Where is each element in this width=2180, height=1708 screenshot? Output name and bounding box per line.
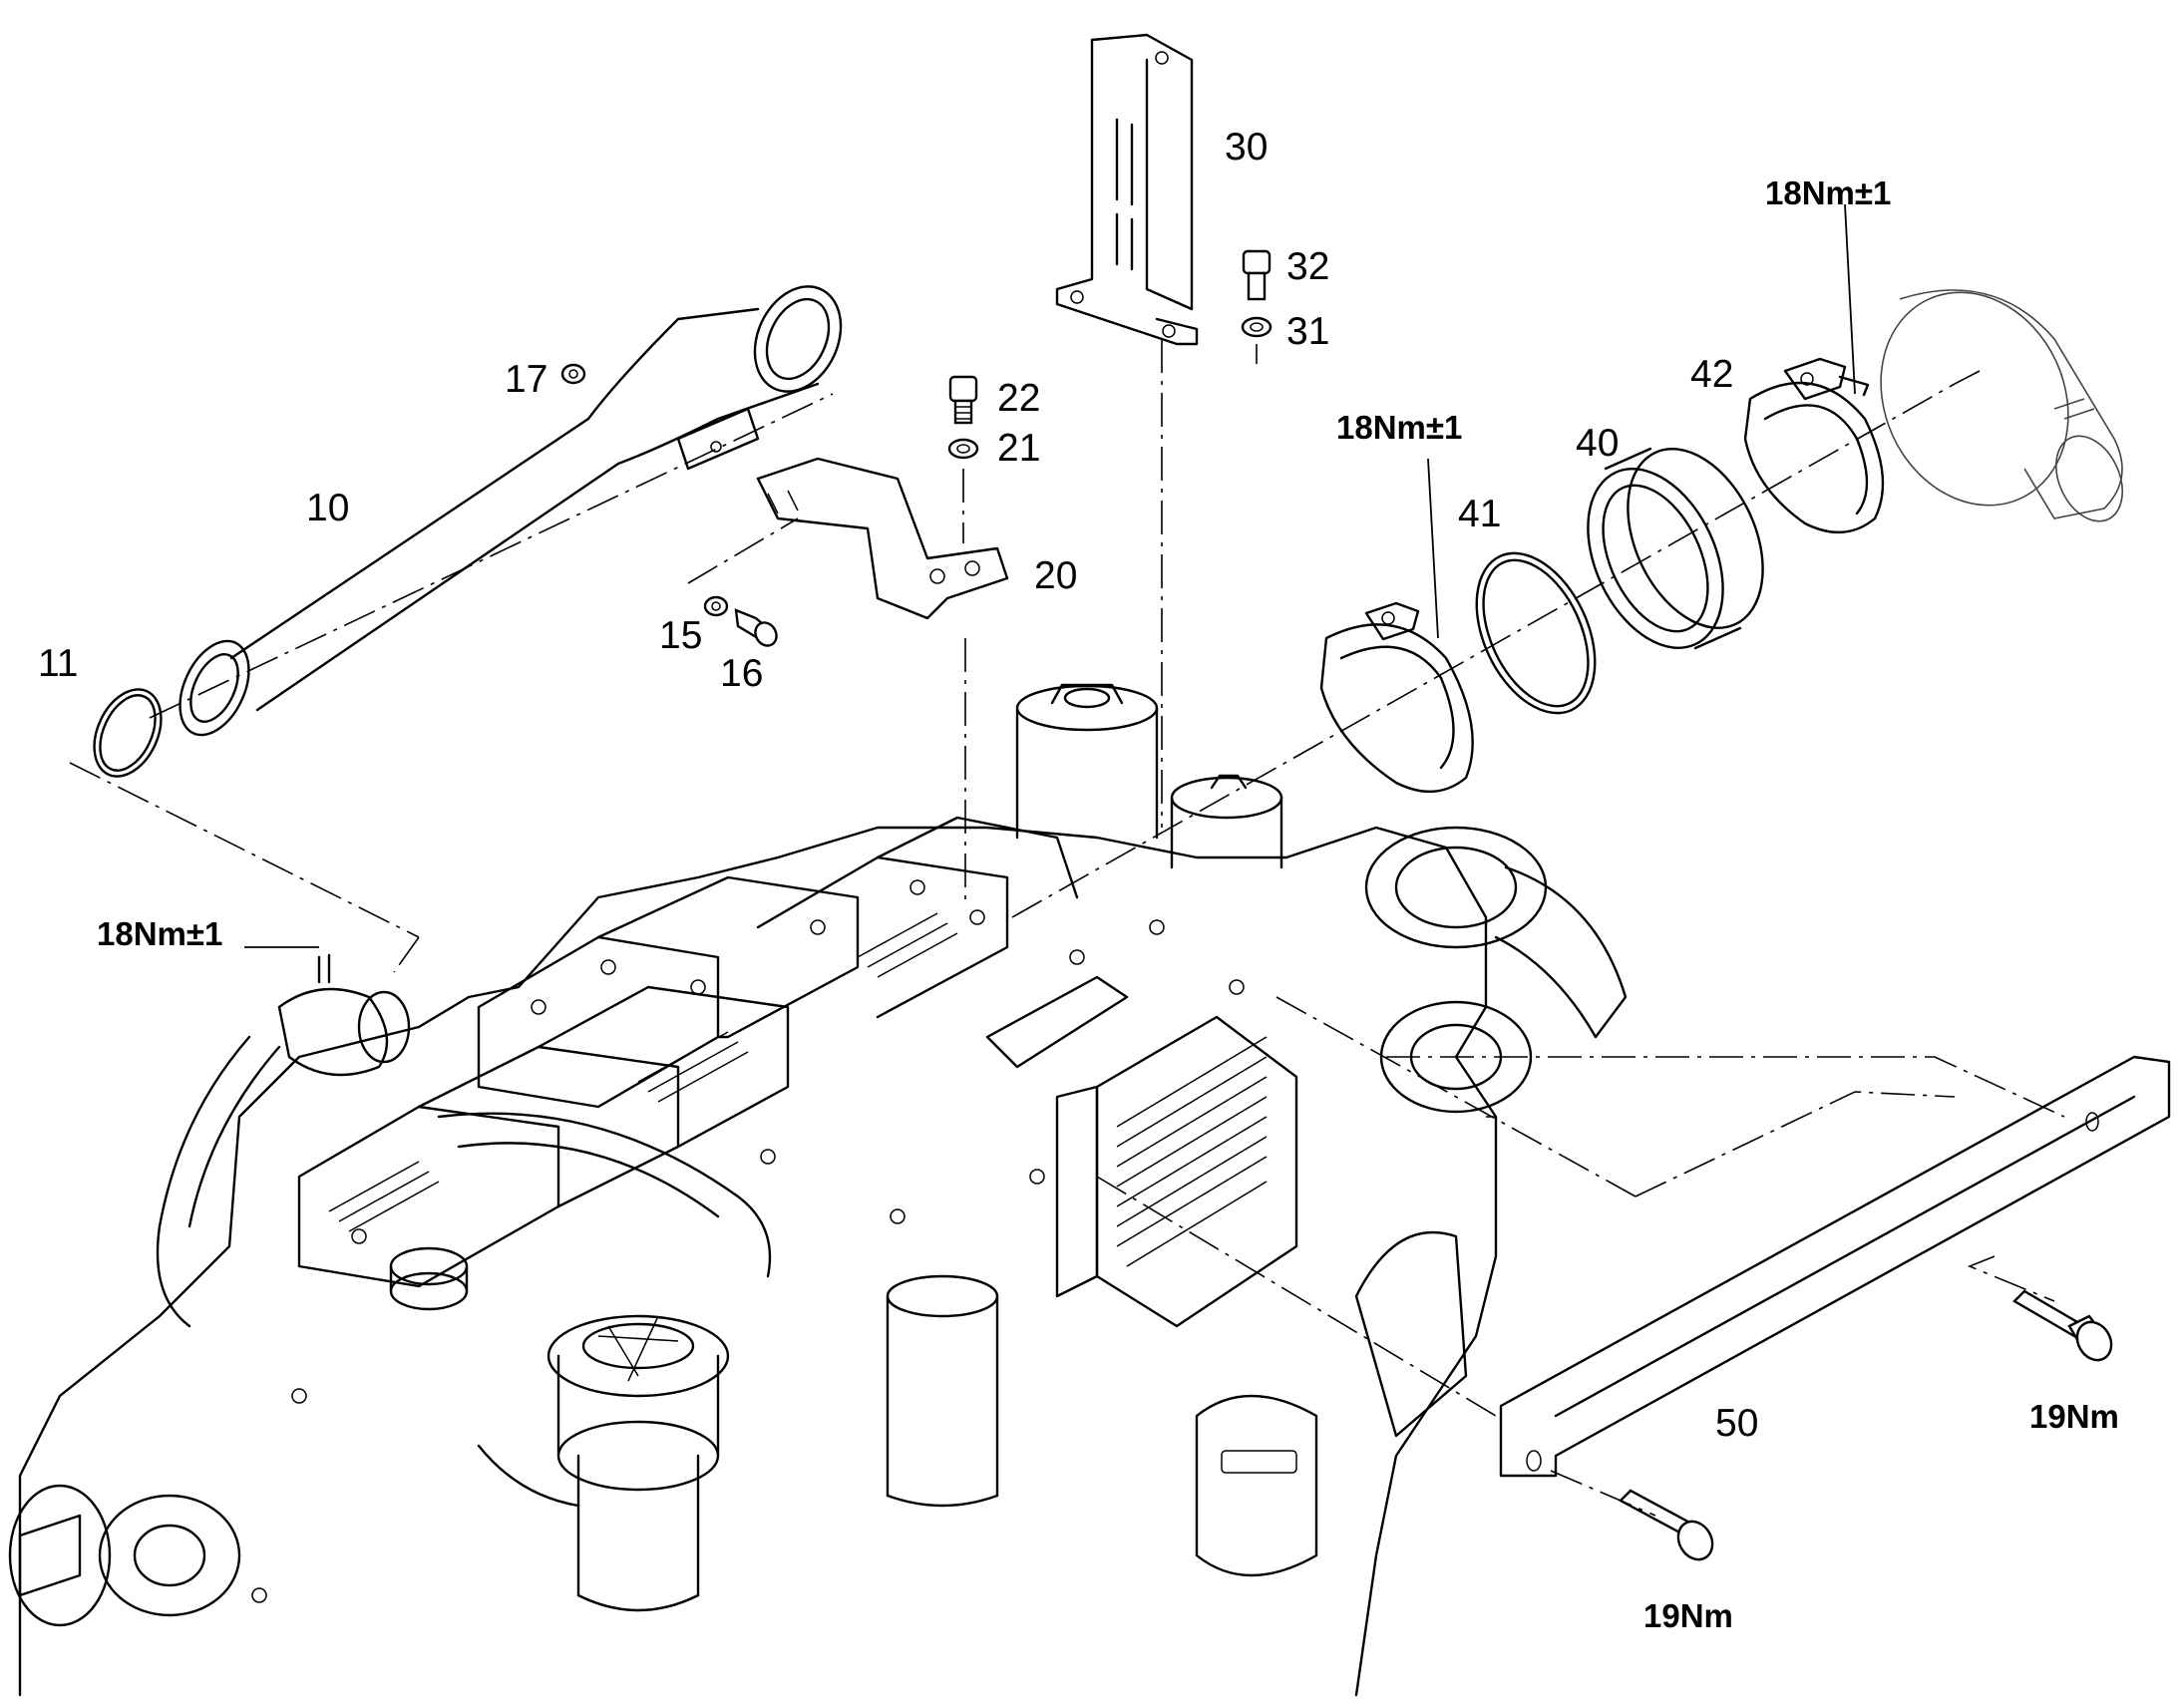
label-15: 15 [659, 614, 702, 657]
label-32: 32 [1286, 245, 1329, 288]
label-31: 31 [1286, 310, 1329, 353]
part-11-o-ring [93, 688, 163, 778]
turbocharger [1354, 826, 1628, 1438]
part-41-ring [1475, 551, 1597, 715]
finned-ecu-cooler [1055, 1015, 1298, 1328]
filter-cap [1170, 774, 1283, 869]
part-16-bolt [734, 608, 778, 647]
part-50-strap-bracket [1499, 1055, 2171, 1478]
fuel-filter [546, 1314, 730, 1612]
label-42: 42 [1690, 353, 1733, 396]
front-pulley [8, 1484, 241, 1627]
torque-bolt-right: 19Nm [2029, 1398, 2119, 1435]
part-17-nut [560, 363, 586, 385]
manufacturer-plate [1195, 1394, 1318, 1577]
torque-clamp-42: 18Nm±1 [1765, 174, 1891, 211]
torque-labels: 18Nm±1 18Nm±1 18Nm±1 19Nm 19Nm [97, 174, 2119, 1634]
part-21-washer [947, 438, 979, 460]
part-32-bolt [1242, 249, 1272, 301]
part-42-v-band-clamp [1743, 357, 1885, 534]
part-31-washer [1241, 316, 1272, 338]
leader-lines [244, 203, 1856, 948]
flange-bolt-right [2012, 1289, 2113, 1362]
label-16: 16 [720, 652, 763, 695]
label-22: 22 [997, 377, 1040, 420]
torque-bolt-bottom: 19Nm [1643, 1597, 1733, 1634]
flange-bolt-bottom [1619, 1489, 1714, 1561]
oil-filter [1015, 683, 1159, 840]
part-10-intake-pipe [179, 285, 843, 737]
torque-turbo-inlet: 18Nm±1 [97, 915, 222, 952]
label-21: 21 [997, 427, 1040, 470]
label-11: 11 [38, 642, 79, 685]
part-30-support-bracket [1055, 33, 1199, 346]
part-15-washer [703, 595, 729, 617]
torque-clamp-41: 18Nm±1 [1336, 409, 1462, 446]
part-22-bolt [948, 375, 978, 425]
label-50: 50 [1715, 1402, 1758, 1445]
label-17: 17 [505, 358, 547, 401]
label-20: 20 [1034, 554, 1077, 597]
part-number-labels: 10 11 17 22 21 20 15 16 30 32 31 42 40 4… [38, 126, 1758, 1445]
label-40: 40 [1576, 422, 1619, 465]
turbo-outlet-elbow [1880, 289, 2123, 522]
oil-filler-cap [389, 1246, 469, 1311]
label-10: 10 [306, 487, 349, 529]
assembly-center-lines [69, 339, 2065, 1517]
engine-assembly [8, 683, 1628, 1697]
part-20-bracket [756, 457, 1009, 620]
part-41-v-band-clamp [1319, 601, 1474, 794]
label-30: 30 [1225, 126, 1268, 169]
label-41: 41 [1458, 493, 1501, 535]
cylinder-head-covers [297, 816, 1079, 1288]
